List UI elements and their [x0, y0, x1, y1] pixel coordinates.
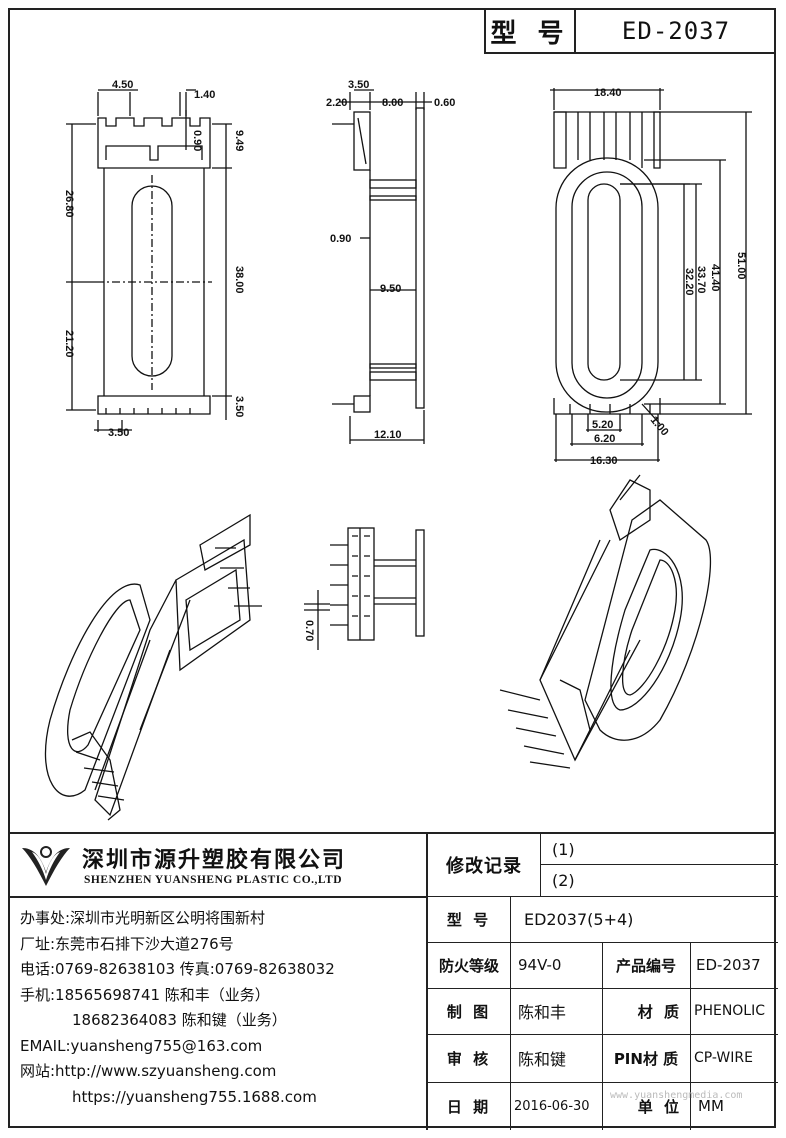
company-logo-icon [22, 846, 70, 886]
reviewer-value: 陈和键 [518, 1050, 567, 1069]
fire-rating-label: 防火等级 [438, 956, 499, 975]
product-no-label: 产品编号 [615, 956, 676, 975]
contact-mobile-2: 18682364083 陈和键（业务） [72, 1011, 287, 1029]
isometric-left [44, 513, 262, 821]
isometric-right [499, 474, 712, 769]
side-view [332, 89, 432, 444]
title-label: 型 号 [486, 10, 576, 52]
watermark: www.yuanshengmedia.com [610, 1090, 743, 1101]
revision-label: 修改记录 [446, 856, 522, 877]
unit-label: 单 位 [637, 1097, 682, 1116]
revision-1: (1) [552, 839, 575, 859]
fire-rating-value: 94V-0 [518, 956, 562, 974]
drafter-label: 制 图 [446, 1002, 492, 1021]
footer: 深圳市源升塑胶有限公司 SHENZHEN YUANSHENG PLASTIC C… [8, 832, 778, 1130]
date-label: 日 期 [446, 1097, 492, 1116]
pin-detail [304, 527, 425, 650]
dim-back-6-20: 6.20 [594, 433, 615, 445]
dim-side-3-50: 3.50 [348, 79, 369, 91]
drawing-frame [8, 8, 776, 1128]
dim-front-9-49: 9.49 [233, 130, 245, 151]
technical-drawing: 4.50 1.40 0.90 9.49 26.80 38.00 21.20 3.… [44, 79, 752, 821]
company-name-en: SHENZHEN YUANSHENG PLASTIC CO.,LTD [84, 874, 343, 886]
contact-mobile-1: 手机:18565698741 陈和丰（业务） [20, 985, 270, 1004]
dim-back-33-70: 33.70 [695, 266, 707, 294]
contact-factory: 厂址:东莞市石排下沙大道276号 [20, 934, 234, 953]
dim-side-12-10: 12.10 [374, 429, 402, 441]
dim-back-32-20: 32.20 [683, 268, 695, 296]
dim-side-0-60: 0.60 [434, 97, 455, 109]
title-model: ED-2037 [621, 17, 731, 45]
dim-side-8-00: 8.00 [382, 97, 403, 109]
pin-material-label: PIN材 质 [613, 1049, 679, 1068]
front-view [66, 89, 232, 432]
contact-office: 办事处:深圳市光明新区公明将围新村 [20, 909, 266, 927]
contact-website: 网站:http://www.szyuansheng.com [20, 1062, 277, 1080]
dim-front-3-50-right: 3.50 [233, 396, 245, 417]
contact-phone: 电话:0769-82638103 传真:0769-82638032 [20, 960, 335, 978]
dim-back-16-30: 16.30 [590, 455, 618, 467]
drafter-value: 陈和丰 [518, 1003, 567, 1022]
contact-shop-url: https://yuansheng755.1688.com [72, 1087, 317, 1106]
contact-block: 办事处:深圳市光明新区公明将围新村 厂址:东莞市石排下沙大道276号 电话:07… [20, 906, 426, 1110]
dim-back-1-00: 1.00 [648, 414, 671, 438]
model-value: ED2037(5+4) [524, 909, 634, 929]
material-label: 材 质 [637, 1002, 682, 1021]
dim-front-1-40: 1.40 [194, 89, 215, 101]
dim-front-38-00: 38.00 [233, 266, 245, 294]
date-value: 2016-06-30 [514, 1098, 590, 1114]
product-no-value: ED-2037 [696, 956, 761, 974]
dim-front-21-20: 21.20 [63, 330, 75, 358]
dim-pin-0-70: 0.70 [303, 620, 315, 641]
dim-back-51-00: 51.00 [735, 252, 747, 280]
company-header: 深圳市源升塑胶有限公司 SHENZHEN YUANSHENG PLASTIC C… [8, 834, 426, 898]
company-name-cn: 深圳市源升塑胶有限公司 [82, 848, 347, 873]
dim-front-3-50-bottom: 3.50 [108, 427, 129, 439]
reviewer-label: 审 核 [446, 1049, 492, 1068]
model-label: 型 号 [446, 910, 492, 929]
spec-table: 修改记录 (1) (2) 型 号 ED2037(5+4) 防火等级 94V-0 … [426, 834, 778, 1130]
dim-front-0-90: 0.90 [191, 130, 203, 151]
unit-value: MM [698, 1097, 724, 1115]
revision-2: (2) [552, 871, 575, 890]
material-value: PHENOLIC [694, 1003, 766, 1019]
contact-email: EMAIL:yuansheng755@163.com [20, 1036, 263, 1055]
dim-back-18-40: 18.40 [594, 87, 622, 99]
dim-side-9-50: 9.50 [380, 283, 401, 295]
dim-front-26-80: 26.80 [63, 190, 75, 218]
dim-side-0-90: 0.90 [330, 233, 351, 245]
dim-front-4-50: 4.50 [112, 79, 133, 91]
dim-back-41-40: 41.40 [709, 264, 721, 292]
dim-back-5-20: 5.20 [592, 419, 613, 431]
dim-side-2-20: 2.20 [326, 97, 347, 109]
pin-material-value: CP-WIRE [694, 1050, 753, 1066]
title-block: 型 号 ED-2037 [484, 10, 776, 54]
back-view [550, 88, 752, 462]
